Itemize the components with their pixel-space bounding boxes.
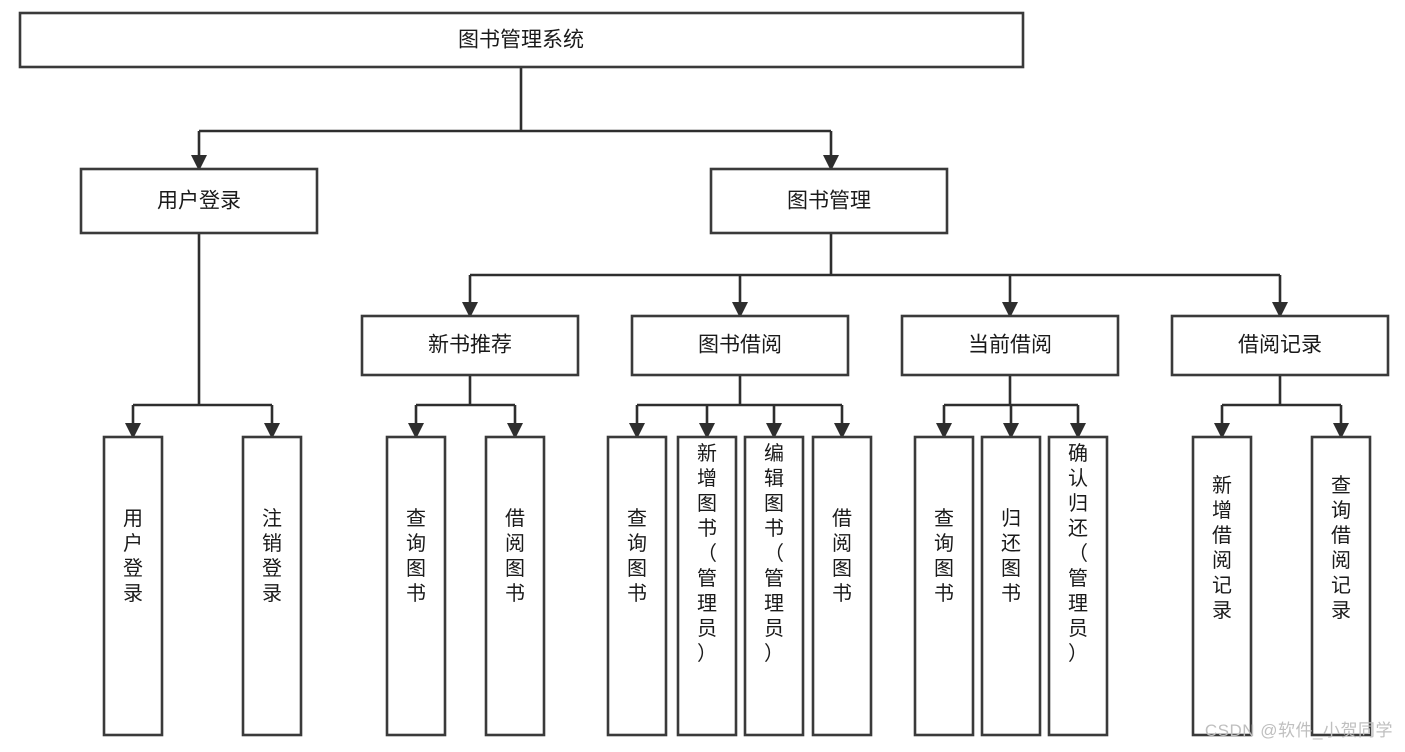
leaf-bb-add-book-label: 新增图书（管理员）: [697, 442, 717, 665]
leaf-nb-borrow-book-box[interactable]: [484, 435, 546, 737]
node-borrow-record-box[interactable]: [1170, 314, 1390, 377]
leaf-br-query-record-box[interactable]: [1310, 435, 1372, 737]
leaf-user-login-label: 用户登录: [123, 508, 143, 605]
leaf-cb-query-book-box[interactable]: [913, 435, 975, 737]
connector-layer: [125, 67, 1349, 439]
leaf-node[interactable]: 确认归还（管理员）: [1047, 435, 1109, 737]
node-book-management-box[interactable]: [709, 167, 949, 235]
node-current-borrow-label: 当前借阅: [968, 334, 1052, 357]
node-new-book-recommend[interactable]: 新书推荐: [360, 314, 580, 377]
leaf-node[interactable]: 新增借阅记录: [1191, 435, 1253, 737]
leaf-node[interactable]: 注销登录: [241, 435, 303, 737]
leaf-bb-add-book-box[interactable]: [676, 435, 738, 737]
node-root-box[interactable]: [18, 11, 1025, 69]
node-new-book-recommend-label: 新书推荐: [428, 334, 512, 357]
leaf-nb-query-book-label: 查询图书: [406, 507, 426, 605]
node-current-borrow-box[interactable]: [900, 314, 1120, 377]
leaf-cb-return-book-box[interactable]: [980, 435, 1042, 737]
leaf-nb-borrow-book-label: 借阅图书: [505, 507, 525, 605]
leaf-cb-query-book-label: 查询图书: [934, 507, 954, 605]
node-book-management[interactable]: 图书管理: [709, 167, 949, 235]
leaf-node[interactable]: 编辑图书（管理员）: [743, 435, 805, 737]
leaf-cb-return-book-label: 归还图书: [1001, 507, 1021, 605]
leaf-bb-edit-book-label: 编辑图书（管理员）: [764, 442, 784, 665]
leaf-node[interactable]: 借阅图书: [484, 435, 546, 737]
node-root[interactable]: 图书管理系统: [18, 11, 1025, 69]
leaf-bb-borrow-book-label: 借阅图书: [832, 507, 852, 605]
leaf-node[interactable]: 查询图书: [913, 435, 975, 737]
leaf-logout-box[interactable]: [241, 435, 303, 737]
leaf-node[interactable]: 归还图书: [980, 435, 1042, 737]
leaf-bb-borrow-book-box[interactable]: [811, 435, 873, 737]
leaf-node[interactable]: 用户登录: [102, 435, 164, 737]
leaf-cb-confirm-return-box[interactable]: [1047, 435, 1109, 737]
node-user-login[interactable]: 用户登录: [79, 167, 319, 235]
leaf-node[interactable]: 新增图书（管理员）: [676, 435, 738, 737]
node-borrow-record[interactable]: 借阅记录: [1170, 314, 1390, 377]
node-new-book-recommend-box[interactable]: [360, 314, 580, 377]
leaf-bb-query-book-box[interactable]: [606, 435, 668, 737]
node-root-label: 图书管理系统: [458, 29, 584, 52]
node-book-borrow[interactable]: 图书借阅: [630, 314, 850, 377]
leaf-br-add-record-label: 新增借阅记录: [1212, 474, 1232, 622]
node-book-borrow-label: 图书借阅: [698, 334, 782, 357]
node-book-management-label: 图书管理: [787, 190, 871, 213]
leaf-nb-query-book-box[interactable]: [385, 435, 447, 737]
leaf-cb-confirm-return-label: 确认归还（管理员）: [1068, 442, 1088, 665]
leaf-user-login-box[interactable]: [102, 435, 164, 737]
node-user-login-label: 用户登录: [157, 190, 241, 213]
leaf-logout-label: 注销登录: [262, 507, 282, 605]
leaf-bb-query-book-label: 查询图书: [627, 507, 647, 605]
leaf-node[interactable]: 查询图书: [385, 435, 447, 737]
node-user-login-box[interactable]: [79, 167, 319, 235]
leaf-node[interactable]: 借阅图书: [811, 435, 873, 737]
node-current-borrow[interactable]: 当前借阅: [900, 314, 1120, 377]
node-book-borrow-box[interactable]: [630, 314, 850, 377]
leaf-br-query-record-label: 查询借阅记录: [1331, 474, 1351, 622]
leaf-br-add-record-box[interactable]: [1191, 435, 1253, 737]
leaf-bb-edit-book-box[interactable]: [743, 435, 805, 737]
leaf-node[interactable]: 查询借阅记录: [1310, 435, 1372, 737]
node-borrow-record-label: 借阅记录: [1238, 334, 1322, 357]
leaf-node[interactable]: 查询图书: [606, 435, 668, 737]
